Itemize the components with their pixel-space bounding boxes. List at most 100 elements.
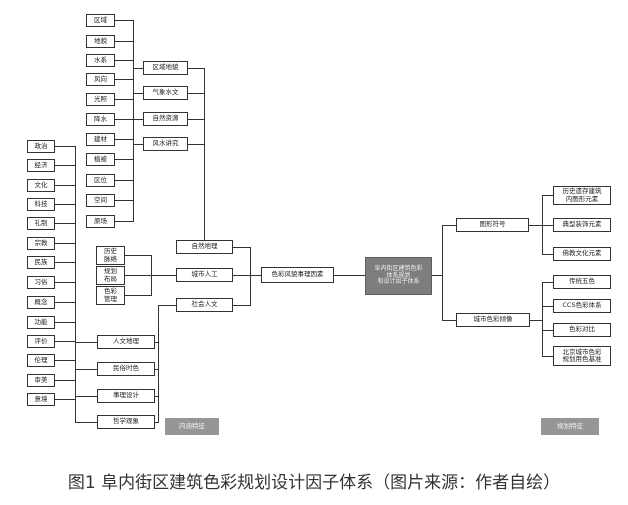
connector bbox=[55, 185, 75, 186]
connector bbox=[55, 360, 75, 361]
connector bbox=[55, 380, 75, 381]
connector bbox=[188, 144, 204, 145]
natural-leaf: 区位 bbox=[86, 174, 115, 187]
social-leaf: 意境 bbox=[27, 393, 55, 406]
natural-leaf: 原场 bbox=[86, 215, 115, 228]
connector bbox=[125, 275, 176, 276]
right-group: 图形符号 bbox=[456, 218, 529, 232]
label-inner-features: 内涵特征 bbox=[165, 418, 219, 435]
right-group: 城市色彩倾像 bbox=[456, 313, 530, 327]
center-node: 色彩风貌事理因素 bbox=[261, 267, 334, 283]
natural-group: 风水讲究 bbox=[143, 137, 188, 151]
level1-urban: 城市人工 bbox=[176, 268, 233, 282]
connector bbox=[55, 262, 75, 263]
connector bbox=[432, 275, 442, 276]
social-leaf: 政治 bbox=[27, 140, 55, 153]
social-leaf: 经济 bbox=[27, 159, 55, 172]
connector bbox=[188, 68, 204, 69]
label-planning-features: 规划特征 bbox=[541, 418, 599, 435]
social-group: 人文地理 bbox=[97, 335, 155, 349]
social-leaf: 伦理 bbox=[27, 354, 55, 367]
right-leaf: 传统五色 bbox=[553, 275, 611, 289]
connector bbox=[204, 68, 205, 240]
right-leaf: 佛教文化元素 bbox=[553, 247, 611, 261]
connector bbox=[158, 305, 176, 306]
social-leaf: 概念 bbox=[27, 296, 55, 309]
connector bbox=[133, 119, 143, 120]
natural-leaf: 区域 bbox=[86, 14, 115, 27]
right-leaf: CCS色彩体系 bbox=[553, 299, 611, 313]
connector bbox=[75, 146, 76, 423]
connector bbox=[542, 330, 553, 331]
figure-caption: 图1 阜内街区建筑色彩规划设计因子体系（图片来源：作者自绘） bbox=[67, 473, 561, 493]
natural-leaf: 光照 bbox=[86, 93, 115, 106]
natural-leaf: 建材 bbox=[86, 133, 115, 146]
connector bbox=[233, 305, 250, 306]
connector bbox=[542, 356, 553, 357]
urban-leaf: 色彩 管理 bbox=[96, 286, 125, 305]
connector bbox=[55, 322, 75, 323]
connector bbox=[55, 282, 75, 283]
connector bbox=[542, 282, 553, 283]
connector bbox=[442, 225, 456, 226]
connector bbox=[55, 399, 75, 400]
connector bbox=[542, 225, 553, 226]
connector bbox=[188, 119, 204, 120]
connector bbox=[55, 341, 75, 342]
connector bbox=[334, 275, 365, 276]
connector bbox=[55, 223, 75, 224]
connector bbox=[133, 144, 143, 145]
connector bbox=[55, 165, 75, 166]
connector bbox=[55, 204, 75, 205]
natural-leaf: 风向 bbox=[86, 73, 115, 86]
social-leaf: 宗教 bbox=[27, 237, 55, 250]
factor-system-diagram: 区域 地貌 水系 风向 光照 降水 建材 植被 区位 空间 原场 区域地貌 气象… bbox=[27, 14, 611, 435]
level1-natural: 自然地理 bbox=[176, 240, 233, 254]
social-leaf: 审美 bbox=[27, 374, 55, 387]
connector bbox=[542, 195, 543, 254]
connector bbox=[75, 369, 97, 370]
natural-leaf: 空间 bbox=[86, 194, 115, 207]
right-leaf: 典型装饰元素 bbox=[553, 218, 611, 232]
social-leaf: 习俗 bbox=[27, 276, 55, 289]
connector bbox=[75, 342, 97, 343]
social-leaf: 礼制 bbox=[27, 217, 55, 230]
social-leaf: 评价 bbox=[27, 335, 55, 348]
urban-leaf: 规划 布局 bbox=[96, 266, 125, 285]
connector bbox=[542, 254, 553, 255]
social-group: 事理设计 bbox=[97, 389, 155, 403]
connector bbox=[158, 305, 159, 423]
connector bbox=[188, 93, 204, 94]
social-group: 哲学观象 bbox=[97, 415, 155, 429]
natural-leaf: 降水 bbox=[86, 113, 115, 126]
social-leaf: 民族 bbox=[27, 256, 55, 269]
connector bbox=[442, 225, 443, 321]
connector bbox=[233, 247, 250, 248]
connector bbox=[529, 225, 542, 226]
natural-leaf: 水系 bbox=[86, 54, 115, 67]
connector bbox=[55, 302, 75, 303]
connector bbox=[155, 342, 158, 343]
connector bbox=[155, 422, 158, 423]
social-leaf: 文化 bbox=[27, 179, 55, 192]
connector bbox=[442, 320, 456, 321]
connector bbox=[250, 247, 251, 306]
connector bbox=[133, 68, 143, 69]
natural-group: 自然资源 bbox=[143, 112, 188, 126]
connector bbox=[75, 422, 97, 423]
right-leaf: 历史遗存建筑 内图形元素 bbox=[553, 186, 611, 205]
connector bbox=[542, 282, 543, 357]
connector bbox=[233, 275, 261, 276]
social-leaf: 功能 bbox=[27, 316, 55, 329]
connector bbox=[542, 195, 553, 196]
level1-social: 社会人文 bbox=[176, 298, 233, 312]
right-leaf: 北京城市色彩 规划用色基准 bbox=[553, 346, 611, 366]
connector bbox=[55, 146, 75, 147]
connector bbox=[133, 20, 134, 222]
connector bbox=[125, 295, 151, 296]
natural-group: 区域地貌 bbox=[143, 61, 188, 75]
natural-leaf: 地貌 bbox=[86, 35, 115, 48]
connector bbox=[530, 320, 542, 321]
connector bbox=[151, 255, 152, 296]
connector bbox=[542, 306, 553, 307]
